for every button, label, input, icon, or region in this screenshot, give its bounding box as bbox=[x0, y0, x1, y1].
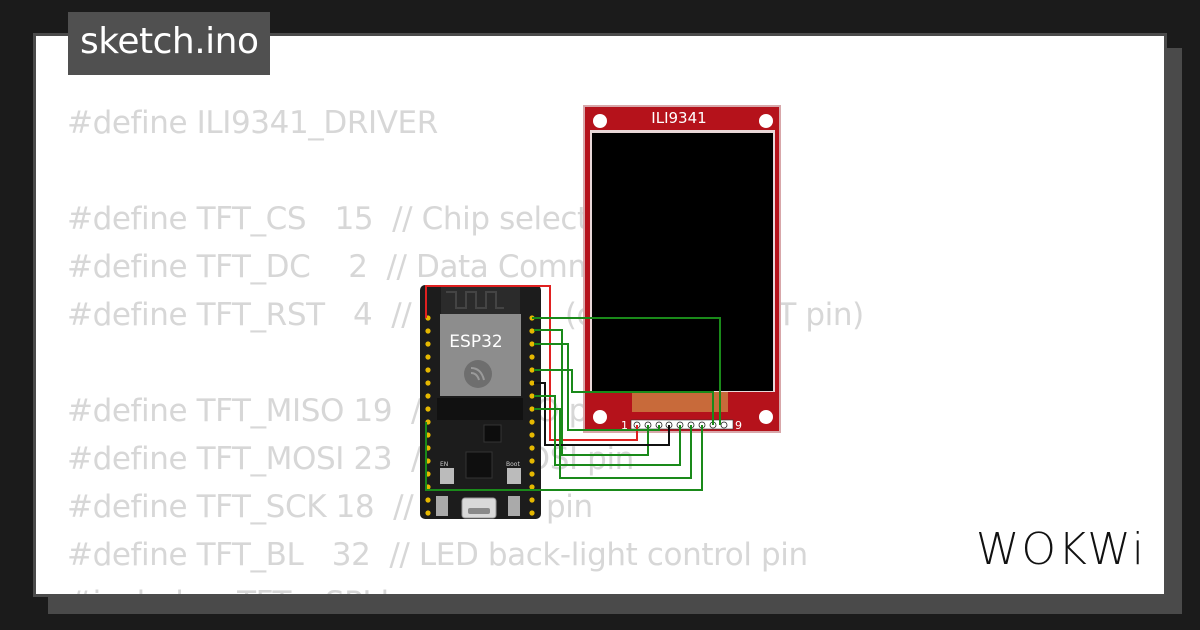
wire-miso bbox=[425, 422, 703, 491]
wokwi-logo: WOKWi bbox=[975, 524, 1146, 575]
wire-vcc bbox=[425, 285, 638, 441]
esp32-board[interactable]: ESP32 EN Boot bbox=[420, 285, 541, 519]
code-line: #define ILI9341_DRIVER bbox=[67, 105, 438, 141]
code-line: #include <TFT_eSPI.h> bbox=[67, 585, 864, 597]
usb-uart-chip bbox=[465, 451, 493, 479]
wire-gnd bbox=[534, 382, 670, 446]
code-line: #define TFT_CS 15 // Chip select c bbox=[67, 201, 615, 237]
boot-button bbox=[507, 468, 521, 484]
boot-silk: Boot bbox=[506, 461, 520, 468]
wire-dc bbox=[534, 369, 714, 425]
display-screen bbox=[592, 133, 773, 391]
code-line: #define TFT_BL 32 // LED back-light cont… bbox=[67, 537, 808, 573]
board-label: ESP32 bbox=[449, 332, 502, 352]
antenna-icon bbox=[446, 291, 504, 309]
regulator-chip bbox=[483, 424, 502, 443]
wire-sck bbox=[534, 408, 692, 479]
espressif-logo-icon bbox=[464, 360, 492, 388]
en-button bbox=[440, 468, 454, 484]
module-pads bbox=[437, 398, 523, 420]
wires[interactable] bbox=[425, 285, 721, 491]
code-line: #define TFT_MOSI 23 // OSI pin bbox=[67, 441, 634, 477]
wire-rst bbox=[534, 343, 660, 431]
board-button-right bbox=[508, 496, 520, 516]
wire-led bbox=[532, 317, 721, 425]
code-listing: #define ILI9341_DRIVER #define TFT_CS 15… bbox=[67, 105, 864, 597]
en-silk: EN bbox=[440, 461, 448, 468]
display-label: ILI9341 bbox=[651, 109, 706, 127]
ili9341-display[interactable]: ILI9341 1 9 bbox=[583, 105, 781, 433]
mount-hole-icon bbox=[759, 114, 773, 128]
code-line: #define TFT_SCK 18 // S pin bbox=[67, 489, 593, 525]
mount-hole-icon bbox=[759, 410, 773, 424]
mount-hole-icon bbox=[593, 114, 607, 128]
wire-mosi bbox=[534, 395, 681, 466]
mount-hole-icon bbox=[593, 410, 607, 424]
board-button-left bbox=[436, 496, 448, 516]
pin-first-label: 1 bbox=[621, 419, 628, 432]
flex-cable bbox=[632, 392, 728, 412]
pin-last-label: 9 bbox=[735, 419, 742, 432]
sketch-title: sketch.ino bbox=[68, 12, 271, 75]
